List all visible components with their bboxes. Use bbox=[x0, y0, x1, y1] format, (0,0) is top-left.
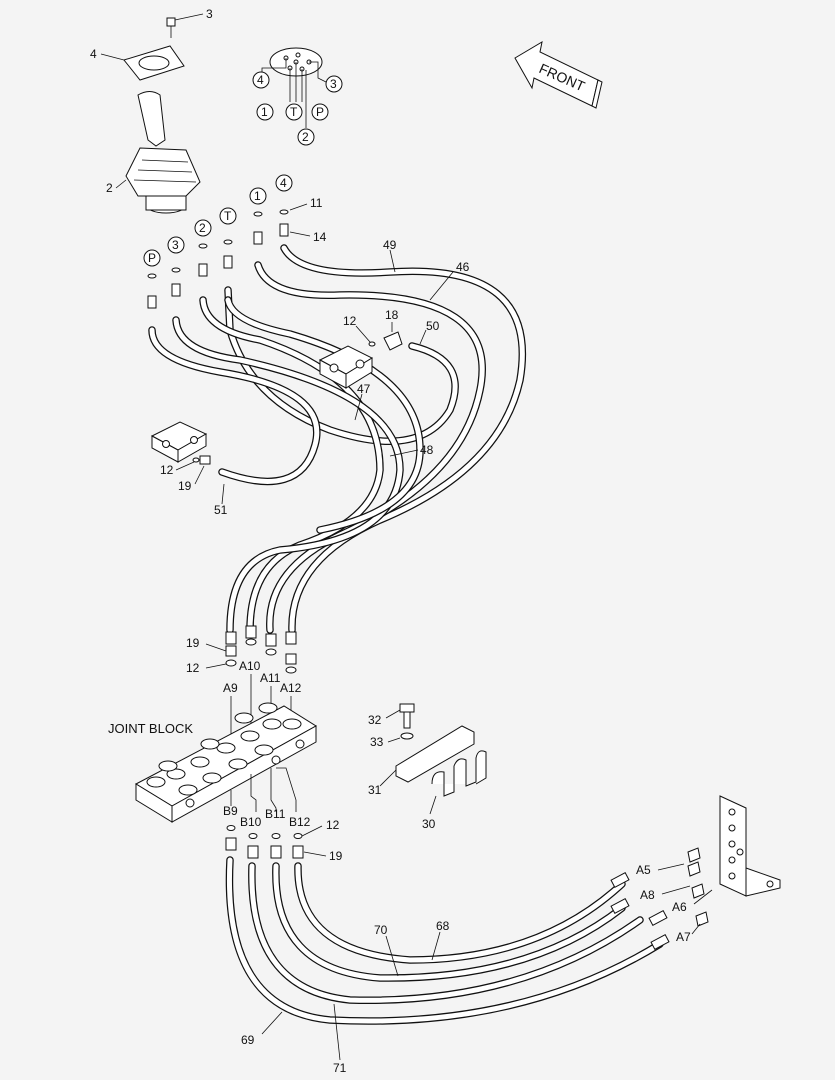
port-b10: B10 bbox=[240, 815, 262, 829]
pin-circle-1: 1 bbox=[261, 105, 268, 119]
valve-block-left: 12 19 51 bbox=[150, 421, 228, 517]
pin-circle-p: P bbox=[316, 105, 324, 119]
col-circle-4: 4 bbox=[280, 176, 287, 190]
joystick-assembly: 3 4 2 bbox=[90, 7, 213, 214]
port-a11: A11 bbox=[260, 671, 281, 685]
callout-46: 46 bbox=[456, 260, 470, 274]
callout-2: 2 bbox=[106, 181, 113, 195]
pin-layout: 4 3 1 T P 2 bbox=[252, 47, 343, 146]
callout-12-lower: 12 bbox=[326, 818, 340, 832]
pin-circle-3: 3 bbox=[330, 77, 337, 91]
callout-12-mid: 12 bbox=[186, 661, 200, 675]
col-circle-2: 2 bbox=[199, 221, 206, 235]
callout-12-left: 12 bbox=[160, 463, 174, 477]
callout-69: 69 bbox=[241, 1033, 255, 1047]
pin-circle-2: 2 bbox=[302, 130, 309, 144]
callout-68: 68 bbox=[436, 919, 450, 933]
callout-19-lower: 19 bbox=[329, 849, 343, 863]
port-b11: B11 bbox=[265, 807, 286, 821]
port-a12: A12 bbox=[280, 681, 302, 695]
callout-18: 18 bbox=[385, 308, 399, 322]
front-arrow: FRONT bbox=[514, 40, 603, 109]
callout-4: 4 bbox=[90, 47, 97, 61]
lower-fittings: B9 B10 B11 B12 12 19 bbox=[223, 767, 343, 863]
port-a9: A9 bbox=[223, 681, 238, 695]
port-a8: A8 bbox=[640, 888, 655, 902]
col-circle-p: P bbox=[148, 251, 156, 265]
clamp-assembly: 32 33 31 30 bbox=[368, 703, 487, 831]
callout-48: 48 bbox=[420, 443, 434, 457]
pin-circle-4: 4 bbox=[257, 73, 264, 87]
lower-hoses: 70 68 69 71 bbox=[225, 856, 664, 1075]
callout-71: 71 bbox=[333, 1061, 347, 1075]
col-circle-3: 3 bbox=[172, 238, 179, 252]
callout-49: 49 bbox=[383, 238, 397, 252]
upper-hoses: 49 46 47 48 bbox=[148, 238, 527, 634]
valve-block-right: 12 18 50 bbox=[318, 308, 440, 389]
callout-32: 32 bbox=[368, 713, 382, 727]
callout-50: 50 bbox=[426, 319, 440, 333]
port-b9: B9 bbox=[223, 804, 238, 818]
callout-14: 14 bbox=[313, 230, 327, 244]
callout-3: 3 bbox=[206, 7, 213, 21]
callout-30: 30 bbox=[422, 817, 436, 831]
callout-31: 31 bbox=[368, 783, 382, 797]
port-a6: A6 bbox=[672, 900, 687, 914]
pin-circle-t: T bbox=[290, 105, 298, 119]
col-circle-t: T bbox=[224, 209, 232, 223]
joint-block-label: JOINT BLOCK bbox=[108, 721, 193, 736]
col-circle-1: 1 bbox=[254, 189, 261, 203]
callout-19-mid: 19 bbox=[186, 636, 200, 650]
callout-47: 47 bbox=[357, 382, 371, 396]
bulkhead-bracket: A5 A8 A6 A7 bbox=[610, 795, 781, 950]
callout-19-left: 19 bbox=[178, 479, 192, 493]
callout-51: 51 bbox=[214, 503, 228, 517]
callout-33: 33 bbox=[370, 735, 384, 749]
port-a5: A5 bbox=[636, 863, 651, 877]
joint-block: JOINT BLOCK bbox=[108, 702, 317, 823]
callout-70: 70 bbox=[374, 923, 388, 937]
port-b12: B12 bbox=[289, 815, 311, 829]
port-a10: A10 bbox=[239, 659, 261, 673]
port-a7: A7 bbox=[676, 930, 691, 944]
callout-12-upper: 12 bbox=[343, 314, 357, 328]
port-column-labels: 1 4 2 T P 3 11 14 bbox=[143, 174, 327, 309]
mid-fittings: 19 12 A9 A10 A11 A12 bbox=[186, 625, 302, 740]
callout-11: 11 bbox=[310, 196, 323, 210]
